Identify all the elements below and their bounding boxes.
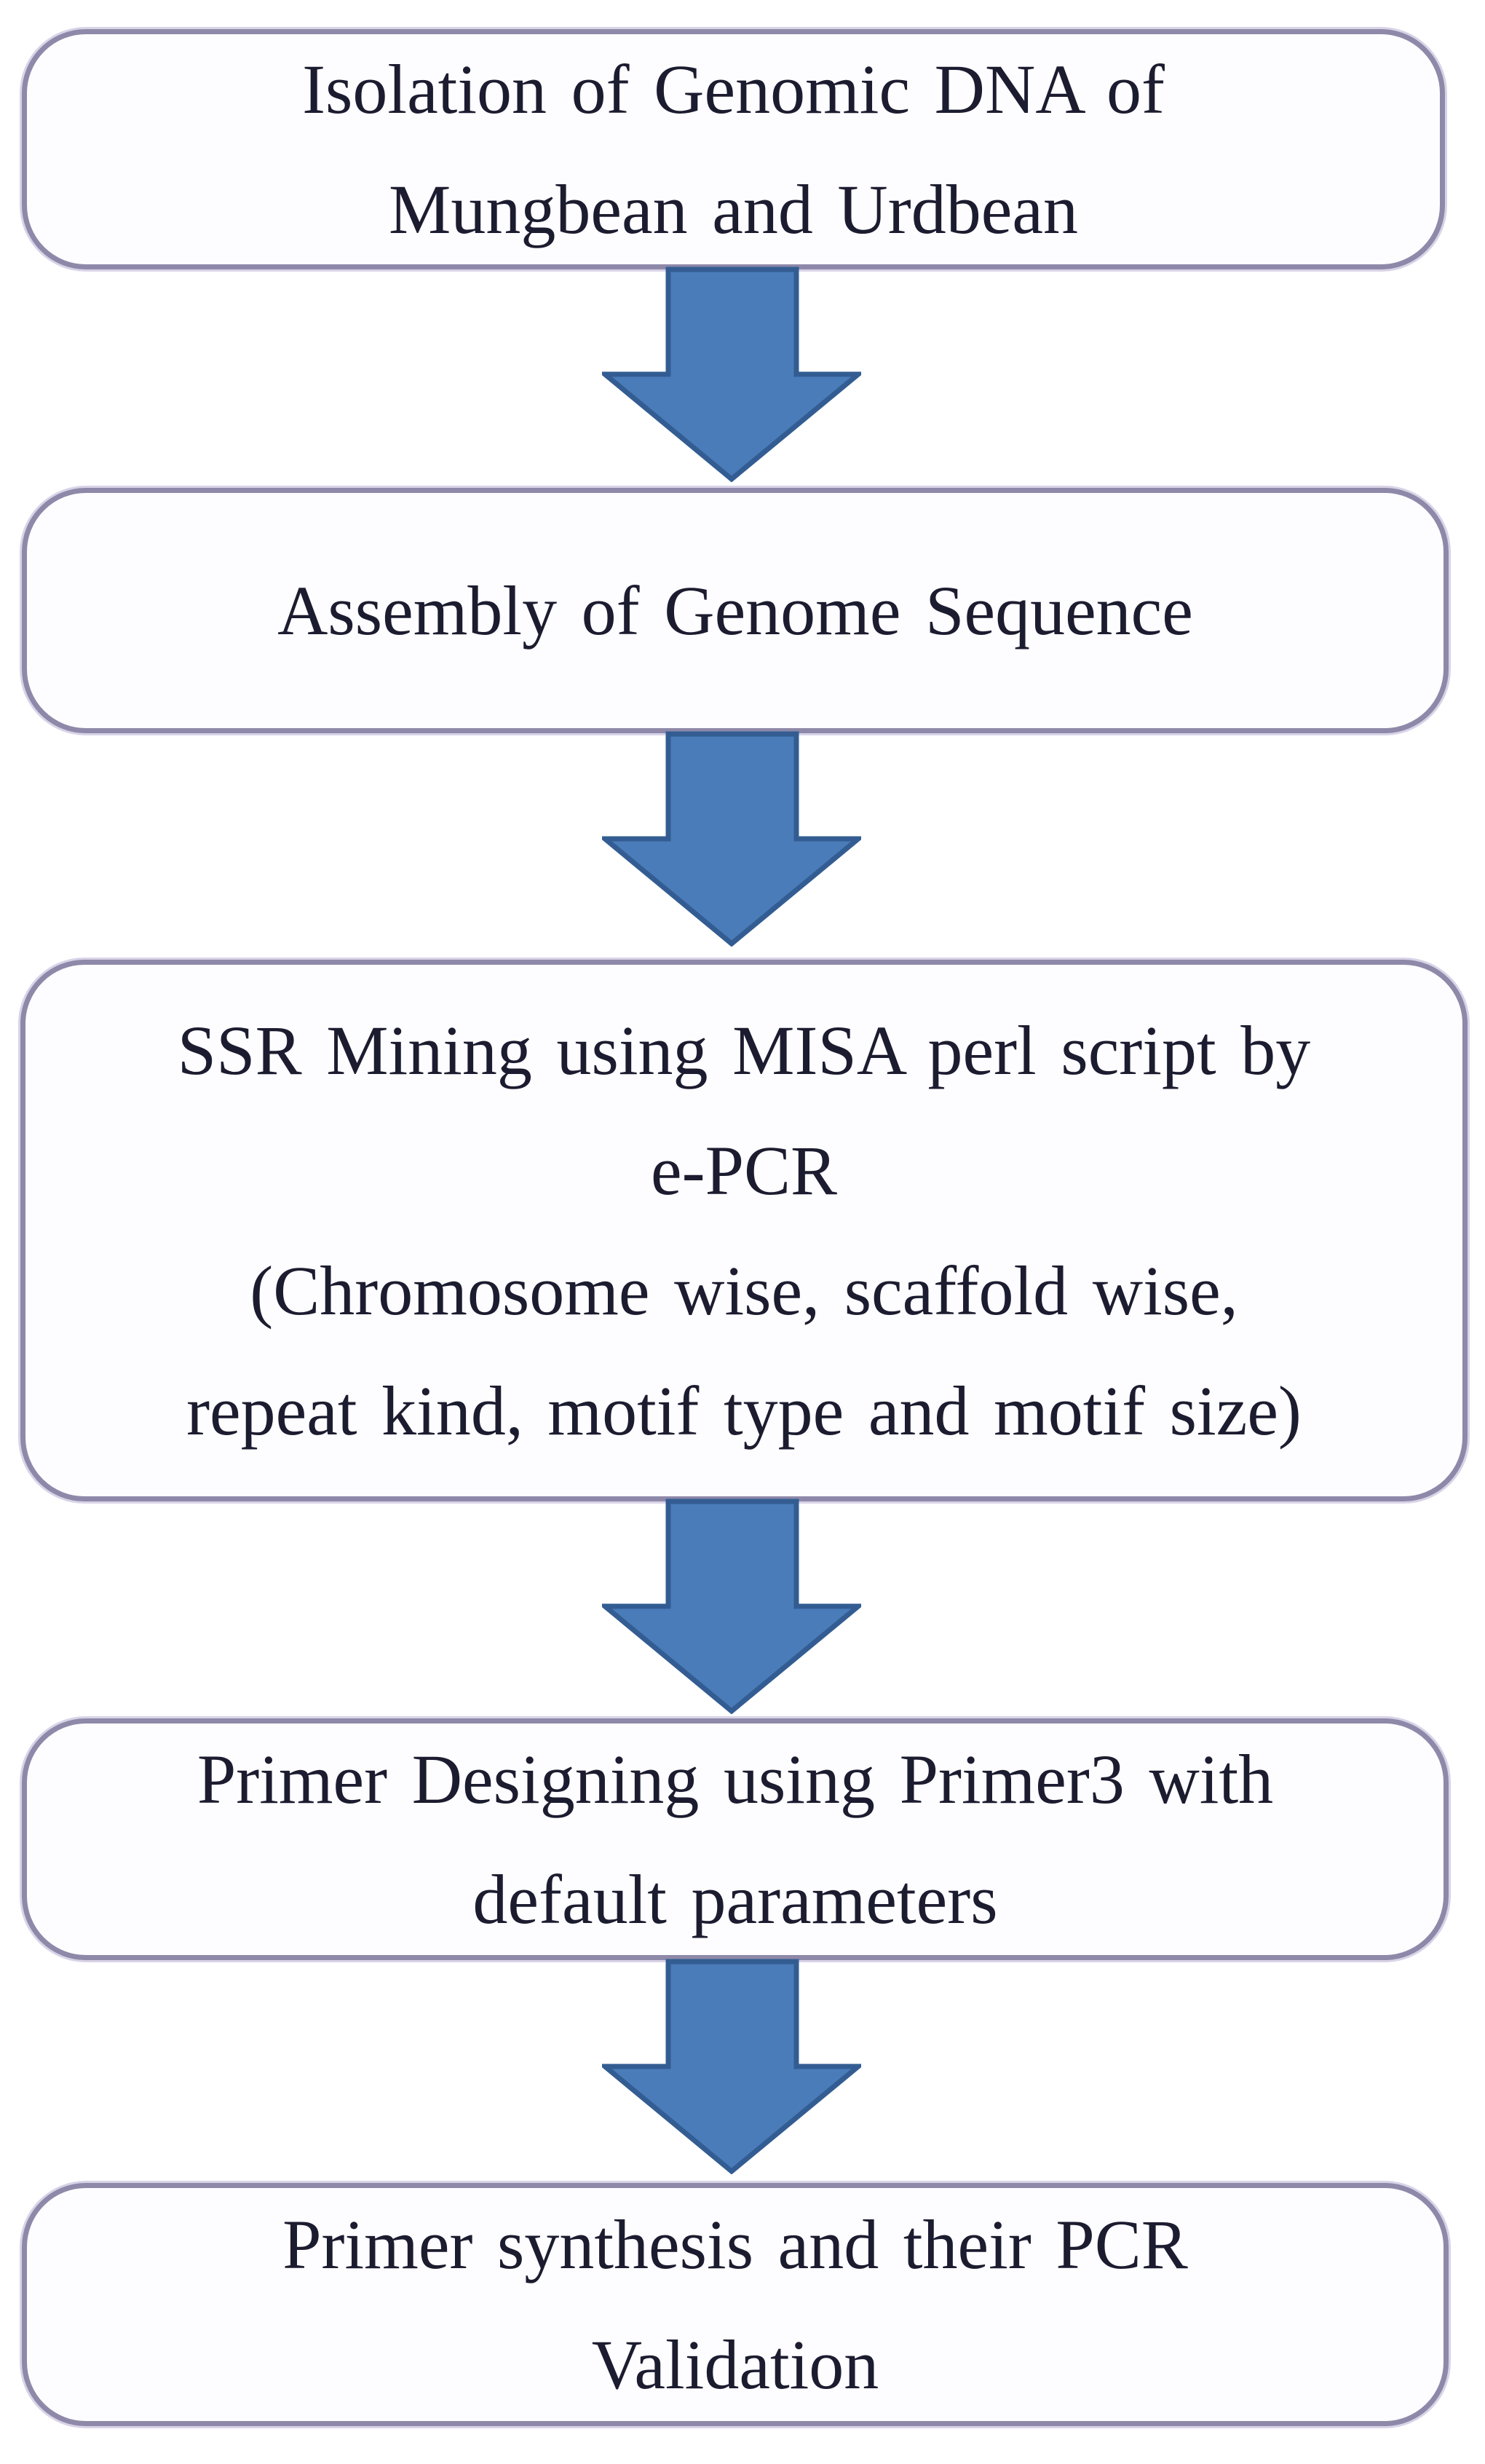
flow-step-2-box: Assembly of Genome Sequence: [22, 488, 1449, 733]
flow-step-5-text-line: Primer synthesis and their PCR: [282, 2205, 1188, 2283]
flow-step-4-text-line: default parameters: [472, 1860, 998, 1938]
down-arrow-icon: [602, 1498, 861, 1714]
flow-step-2-text-line: Assembly of Genome Sequence: [277, 571, 1193, 649]
down-arrow-icon: [602, 1959, 861, 2174]
flow-step-5-text-line: Validation: [591, 2326, 879, 2404]
down-arrow-icon: [602, 731, 861, 947]
flow-step-3-text-line: e-PCR: [650, 1131, 838, 1209]
flow-step-1-box: Isolation of Genomic DNA of Mungbean and…: [22, 29, 1445, 269]
flow-step-4-box: Primer Designing using Primer3 with defa…: [22, 1718, 1449, 1960]
flow-step-1-text-line: Isolation of Genomic DNA of: [302, 50, 1165, 128]
down-arrow-icon: [602, 266, 861, 482]
flow-step-3-text-line: SSR Mining using MISA perl script by: [177, 1011, 1311, 1089]
flow-step-3-text-line: (Chromosome wise, scaffold wise,: [250, 1252, 1238, 1330]
flow-step-1-text-line: Mungbean and Urdbean: [389, 170, 1078, 248]
flow-step-3-box: SSR Mining using MISA perl script by e-P…: [20, 960, 1468, 1501]
flow-step-5-box: Primer synthesis and their PCR Validatio…: [22, 2183, 1449, 2426]
flow-step-3-text-line: repeat kind, motif type and motif size): [186, 1372, 1302, 1450]
flow-step-4-text-line: Primer Designing using Primer3 with: [197, 1740, 1274, 1818]
